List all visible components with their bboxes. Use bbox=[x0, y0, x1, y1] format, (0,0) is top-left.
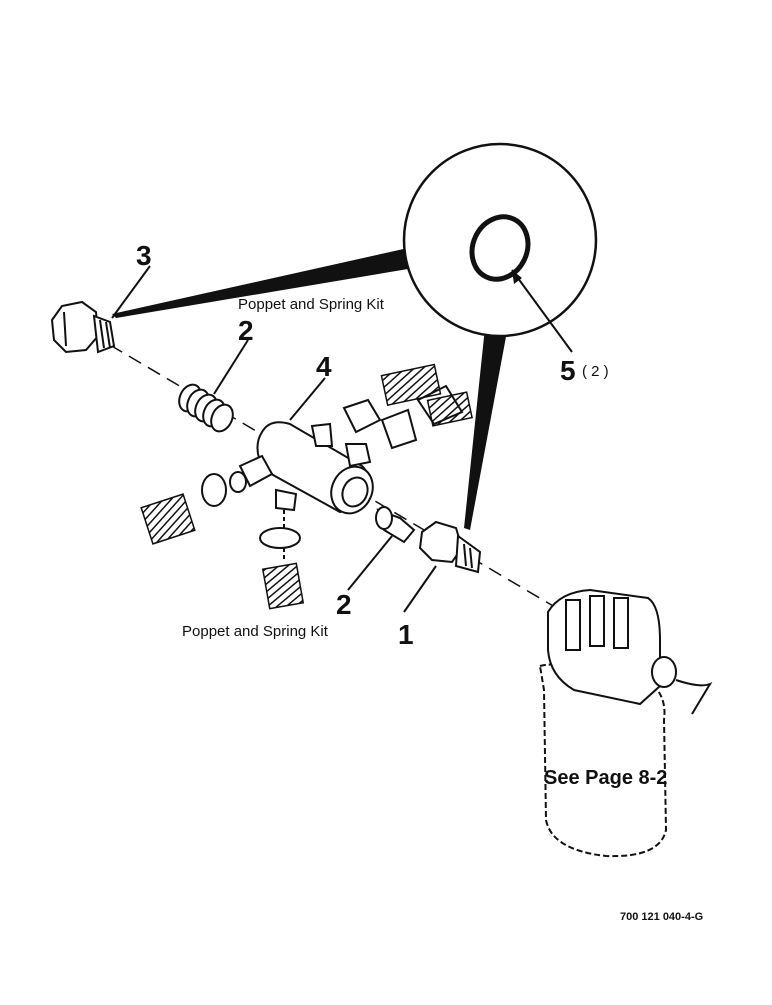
callout-2-top: 2 bbox=[238, 315, 254, 346]
filter-assembly bbox=[538, 588, 713, 858]
magnifier-beam-left bbox=[112, 248, 414, 318]
callout-4: 4 bbox=[316, 351, 332, 382]
left-fittings bbox=[140, 471, 247, 545]
hose-section bbox=[261, 562, 305, 610]
leader-lines bbox=[111, 265, 437, 613]
leader-5-arrow bbox=[512, 270, 522, 284]
upper-fittings bbox=[342, 363, 473, 450]
callout-3: 3 bbox=[136, 240, 152, 271]
part-plug bbox=[50, 300, 116, 354]
kit-label-top: Poppet and Spring Kit bbox=[238, 296, 385, 313]
drawing-number: 700 121 040-4-G bbox=[620, 911, 703, 923]
part-poppet bbox=[375, 506, 416, 544]
hose-section bbox=[426, 391, 473, 427]
magnifier-beam-bottom bbox=[464, 318, 508, 530]
leader-5 bbox=[511, 269, 573, 353]
detail-circle bbox=[402, 142, 598, 338]
lower-fittings bbox=[259, 510, 305, 610]
callout-5-quantity: ( 2 ) bbox=[582, 363, 609, 380]
callout-1: 1 bbox=[398, 619, 414, 650]
part-spring-top bbox=[178, 383, 234, 433]
o-ring-seal bbox=[469, 214, 531, 282]
detail-magnifier bbox=[112, 142, 598, 530]
part-fitting bbox=[418, 520, 482, 574]
callout-2-bottom: 2 bbox=[336, 589, 352, 620]
see-page-reference: See Page 8-2 bbox=[544, 767, 667, 789]
hose-section bbox=[140, 493, 196, 545]
callout-5: 5 bbox=[560, 355, 576, 386]
part-valve-body bbox=[238, 421, 374, 515]
kit-label-bottom: Poppet and Spring Kit bbox=[182, 623, 329, 640]
hose-section bbox=[380, 363, 442, 406]
